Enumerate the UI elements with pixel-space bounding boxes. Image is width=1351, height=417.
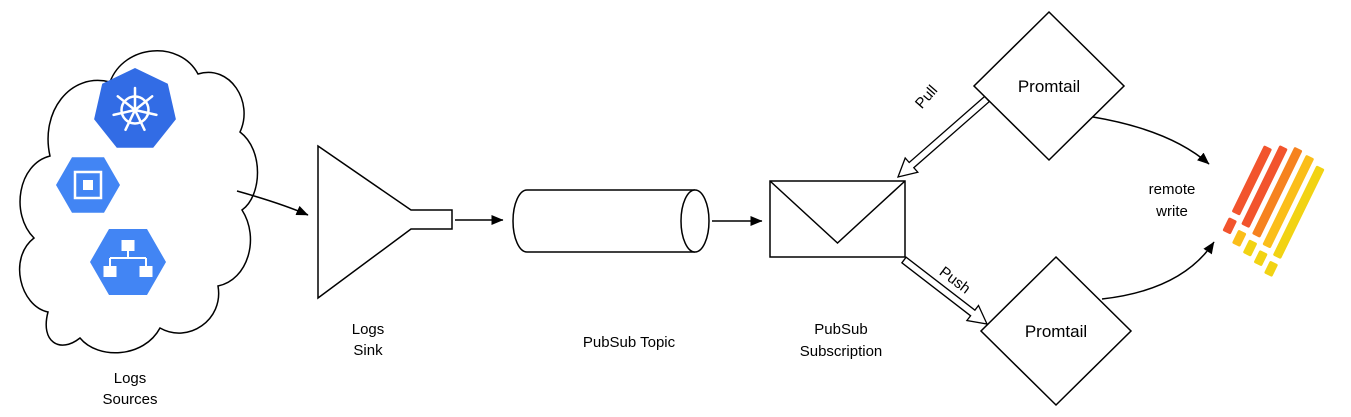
loki-dash-4 — [1254, 250, 1268, 266]
loki-bar-5 — [1273, 165, 1325, 259]
cylinder-body — [512, 189, 695, 253]
remote-write-edge-label: remote write — [1149, 181, 1196, 220]
kubernetes-icon — [94, 68, 176, 148]
logs-sink-label-line1: Logs — [352, 321, 385, 338]
network-hexagon — [90, 229, 166, 295]
logs-sink-label-line2: Sink — [353, 342, 383, 359]
pubsub-topic-node: PubSub Topic — [512, 189, 710, 351]
network-node-top — [121, 240, 135, 251]
chip-core — [83, 180, 93, 190]
cloud-to-sink-arrow — [236, 190, 309, 216]
push-arrow — [900, 256, 989, 325]
pubsub-topic-label: PubSub Topic — [583, 334, 676, 351]
promtail-bottom-diamond — [979, 255, 1133, 407]
loki-bar-4 — [1262, 155, 1314, 248]
network-icon — [90, 229, 166, 295]
promtail-bottom-to-loki-arrow — [1101, 241, 1215, 300]
kubernetes-wheel — [112, 86, 158, 132]
logs-sources-label-line2: Sources — [102, 391, 157, 408]
promtail-top-node: Promtail — [972, 10, 1126, 162]
loki-dash-3 — [1243, 239, 1257, 257]
promtail-top-diamond — [972, 10, 1126, 162]
network-node-left — [103, 266, 117, 277]
envelope-body — [769, 180, 906, 258]
pubsub-subscription-label-line1: PubSub — [814, 321, 867, 338]
remote-write-label-line2: write — [1155, 203, 1188, 220]
loki-bar-3 — [1252, 147, 1303, 238]
promtail-top-label: Promtail — [1018, 77, 1080, 96]
remote-write-label-line1: remote — [1149, 181, 1196, 198]
funnel-shape — [317, 144, 453, 300]
pubsub-subscription-node: PubSub Subscription — [769, 180, 906, 360]
network-node-right — [139, 266, 153, 277]
cloud-shape — [18, 50, 259, 354]
loki-bar-2 — [1241, 145, 1288, 228]
push-edge: Push — [900, 256, 989, 325]
pull-edge: Pull — [896, 82, 991, 178]
compute-engine-icon — [56, 157, 120, 213]
loki-logo — [1222, 145, 1325, 277]
logs-sink-node: Logs Sink — [317, 144, 453, 359]
pull-label: Pull — [912, 82, 941, 112]
loki-bar-1 — [1232, 145, 1272, 216]
loki-dash-5 — [1264, 261, 1278, 277]
cylinder-cap — [680, 189, 710, 253]
promtail-top-to-loki-arrow — [1092, 116, 1210, 165]
logs-sources-node: Logs Sources — [18, 50, 259, 408]
loki-dash-2 — [1232, 230, 1247, 247]
pull-arrow — [896, 95, 991, 178]
logs-sources-label-line1: Logs — [114, 370, 147, 387]
promtail-bottom-node: Promtail — [979, 255, 1133, 407]
chip-outline — [73, 170, 103, 200]
pubsub-subscription-label-line2: Subscription — [800, 343, 883, 360]
promtail-bottom-label: Promtail — [1025, 322, 1087, 341]
envelope-flap — [769, 180, 906, 245]
loki-dash-1 — [1222, 217, 1237, 235]
